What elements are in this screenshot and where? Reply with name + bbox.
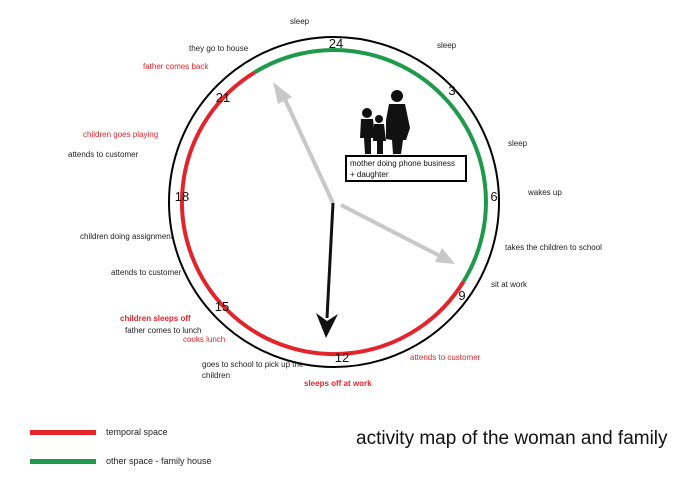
activity-pick-up-children-1: goes to school to pick up the — [202, 360, 304, 369]
hand-to-21-arrowhead — [273, 82, 292, 104]
callout-line-1: mother doing phone business — [350, 159, 455, 168]
legend-temporal-swatch — [30, 429, 96, 435]
callout-line-2: + daughter — [350, 170, 389, 179]
activity-cooks-lunch: cooks lunch — [183, 335, 225, 344]
hand-to-7 — [340, 203, 441, 258]
legend-family-house: other space - family house — [30, 456, 212, 466]
legend-temporal-space: temporal space — [30, 427, 168, 437]
activity-father-lunch: father comes to lunch — [125, 326, 201, 335]
activity-takes-children: takes the children to school — [505, 243, 602, 252]
hour-24: 24 — [329, 36, 343, 51]
family-house-arc — [253, 48, 488, 283]
activity-attends-customer-left: attends to customer — [111, 268, 182, 277]
activity-sit-at-work: sit at work — [491, 280, 528, 289]
temporal-space-arc — [179, 70, 466, 357]
hour-3: 3 — [448, 83, 455, 98]
diagram-title: activity map of the woman and family — [356, 428, 668, 449]
hand-to-7-arrowhead — [435, 248, 455, 264]
activity-attends-customer-upper: attends to customer — [68, 150, 139, 159]
hour-18: 18 — [175, 189, 189, 204]
clock-hands — [273, 82, 455, 338]
legend-temporal-label: temporal space — [106, 427, 168, 437]
hour-15: 15 — [215, 299, 229, 314]
activity-they-go-house: they go to house — [189, 44, 249, 53]
clock-outer-ring — [168, 36, 500, 368]
hour-9: 9 — [458, 288, 465, 303]
activity-wakes-up: wakes up — [527, 188, 562, 197]
activity-attends-customer-bottom: attends to customer — [410, 353, 481, 362]
activity-sleep-top: sleep — [290, 17, 310, 26]
activity-children-playing: children goes playing — [83, 130, 158, 139]
activity-children-sleeps-off: children sleeps off — [120, 314, 191, 323]
legend-family-swatch — [30, 458, 96, 464]
callout-box — [345, 155, 467, 182]
activity-sleep-3: sleep — [437, 41, 457, 50]
hour-12: 12 — [335, 350, 349, 365]
activity-pick-up-children-2: children — [202, 371, 230, 380]
activity-father-back: father comes back — [143, 62, 209, 71]
hour-21: 21 — [216, 90, 230, 105]
hand-to-21 — [281, 94, 335, 204]
hand-to-12 — [325, 202, 335, 319]
activity-sleeps-off-at-work: sleeps off at work — [304, 379, 372, 388]
activity-sleep-5: sleep — [508, 139, 528, 148]
hand-to-12-arrowhead — [316, 313, 338, 338]
hour-6: 6 — [490, 189, 497, 204]
legend-family-label: other space - family house — [106, 456, 212, 466]
family-silhouette-icon — [360, 90, 410, 154]
activity-children-assignment: children doing assignment — [80, 232, 174, 241]
